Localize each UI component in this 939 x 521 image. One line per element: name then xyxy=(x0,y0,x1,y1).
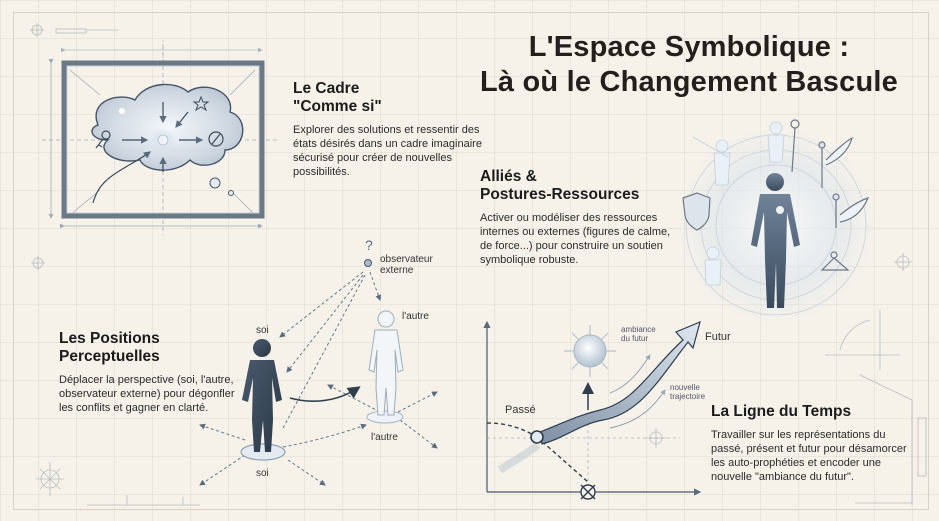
section-timeline: La Ligne du Temps Travailler sur les rep… xyxy=(711,403,911,484)
positions-illustration xyxy=(199,259,438,486)
self-label-top: soi xyxy=(256,325,269,336)
section-allies: Alliés & Postures-Ressources Activer ou … xyxy=(480,168,685,267)
other-label-bottom: l'autre xyxy=(371,432,398,443)
timeline-body: Travailler sur les représentations du pa… xyxy=(711,429,907,483)
other-label-top: l'autre xyxy=(402,311,429,322)
frame-illustration xyxy=(42,45,279,235)
page-border xyxy=(13,12,929,510)
positions-body: Déplacer la perspective (soi, l'autre, o… xyxy=(59,374,235,414)
allies-heading: Alliés & Postures-Ressources xyxy=(480,168,640,203)
timeline-heading: La Ligne du Temps xyxy=(711,403,852,420)
title-line-1: L'Espace Symbolique : xyxy=(528,31,850,63)
question-mark-icon: ? xyxy=(365,237,373,253)
observer-label: observateur externe xyxy=(380,254,433,276)
allies-illustration xyxy=(676,119,876,325)
timeline-illustration xyxy=(483,320,702,500)
page-title: L'Espace Symbolique : Là où le Changemen… xyxy=(479,30,899,100)
future-label: Futur xyxy=(705,331,731,343)
past-label: Passé xyxy=(505,404,536,416)
section-positions: Les Positions Perceptuelles Déplacer la … xyxy=(59,330,239,415)
title-line-2: Là où le Changement Bascule xyxy=(480,66,898,98)
positions-heading: Les Positions Perceptuelles xyxy=(59,330,160,365)
self-label-bottom: soi xyxy=(256,468,269,479)
cadre-body: Explorer des solutions et ressentir des … xyxy=(293,124,482,178)
trajectory-label: nouvelle trajectoire xyxy=(670,383,706,401)
cadre-heading: Le Cadre "Comme si" xyxy=(293,80,382,115)
section-cadre: Le Cadre "Comme si" Explorer des solutio… xyxy=(293,80,483,179)
ambiance-label: ambiance du futur xyxy=(621,325,656,343)
allies-body: Activer ou modéliser des ressources inte… xyxy=(480,212,671,266)
